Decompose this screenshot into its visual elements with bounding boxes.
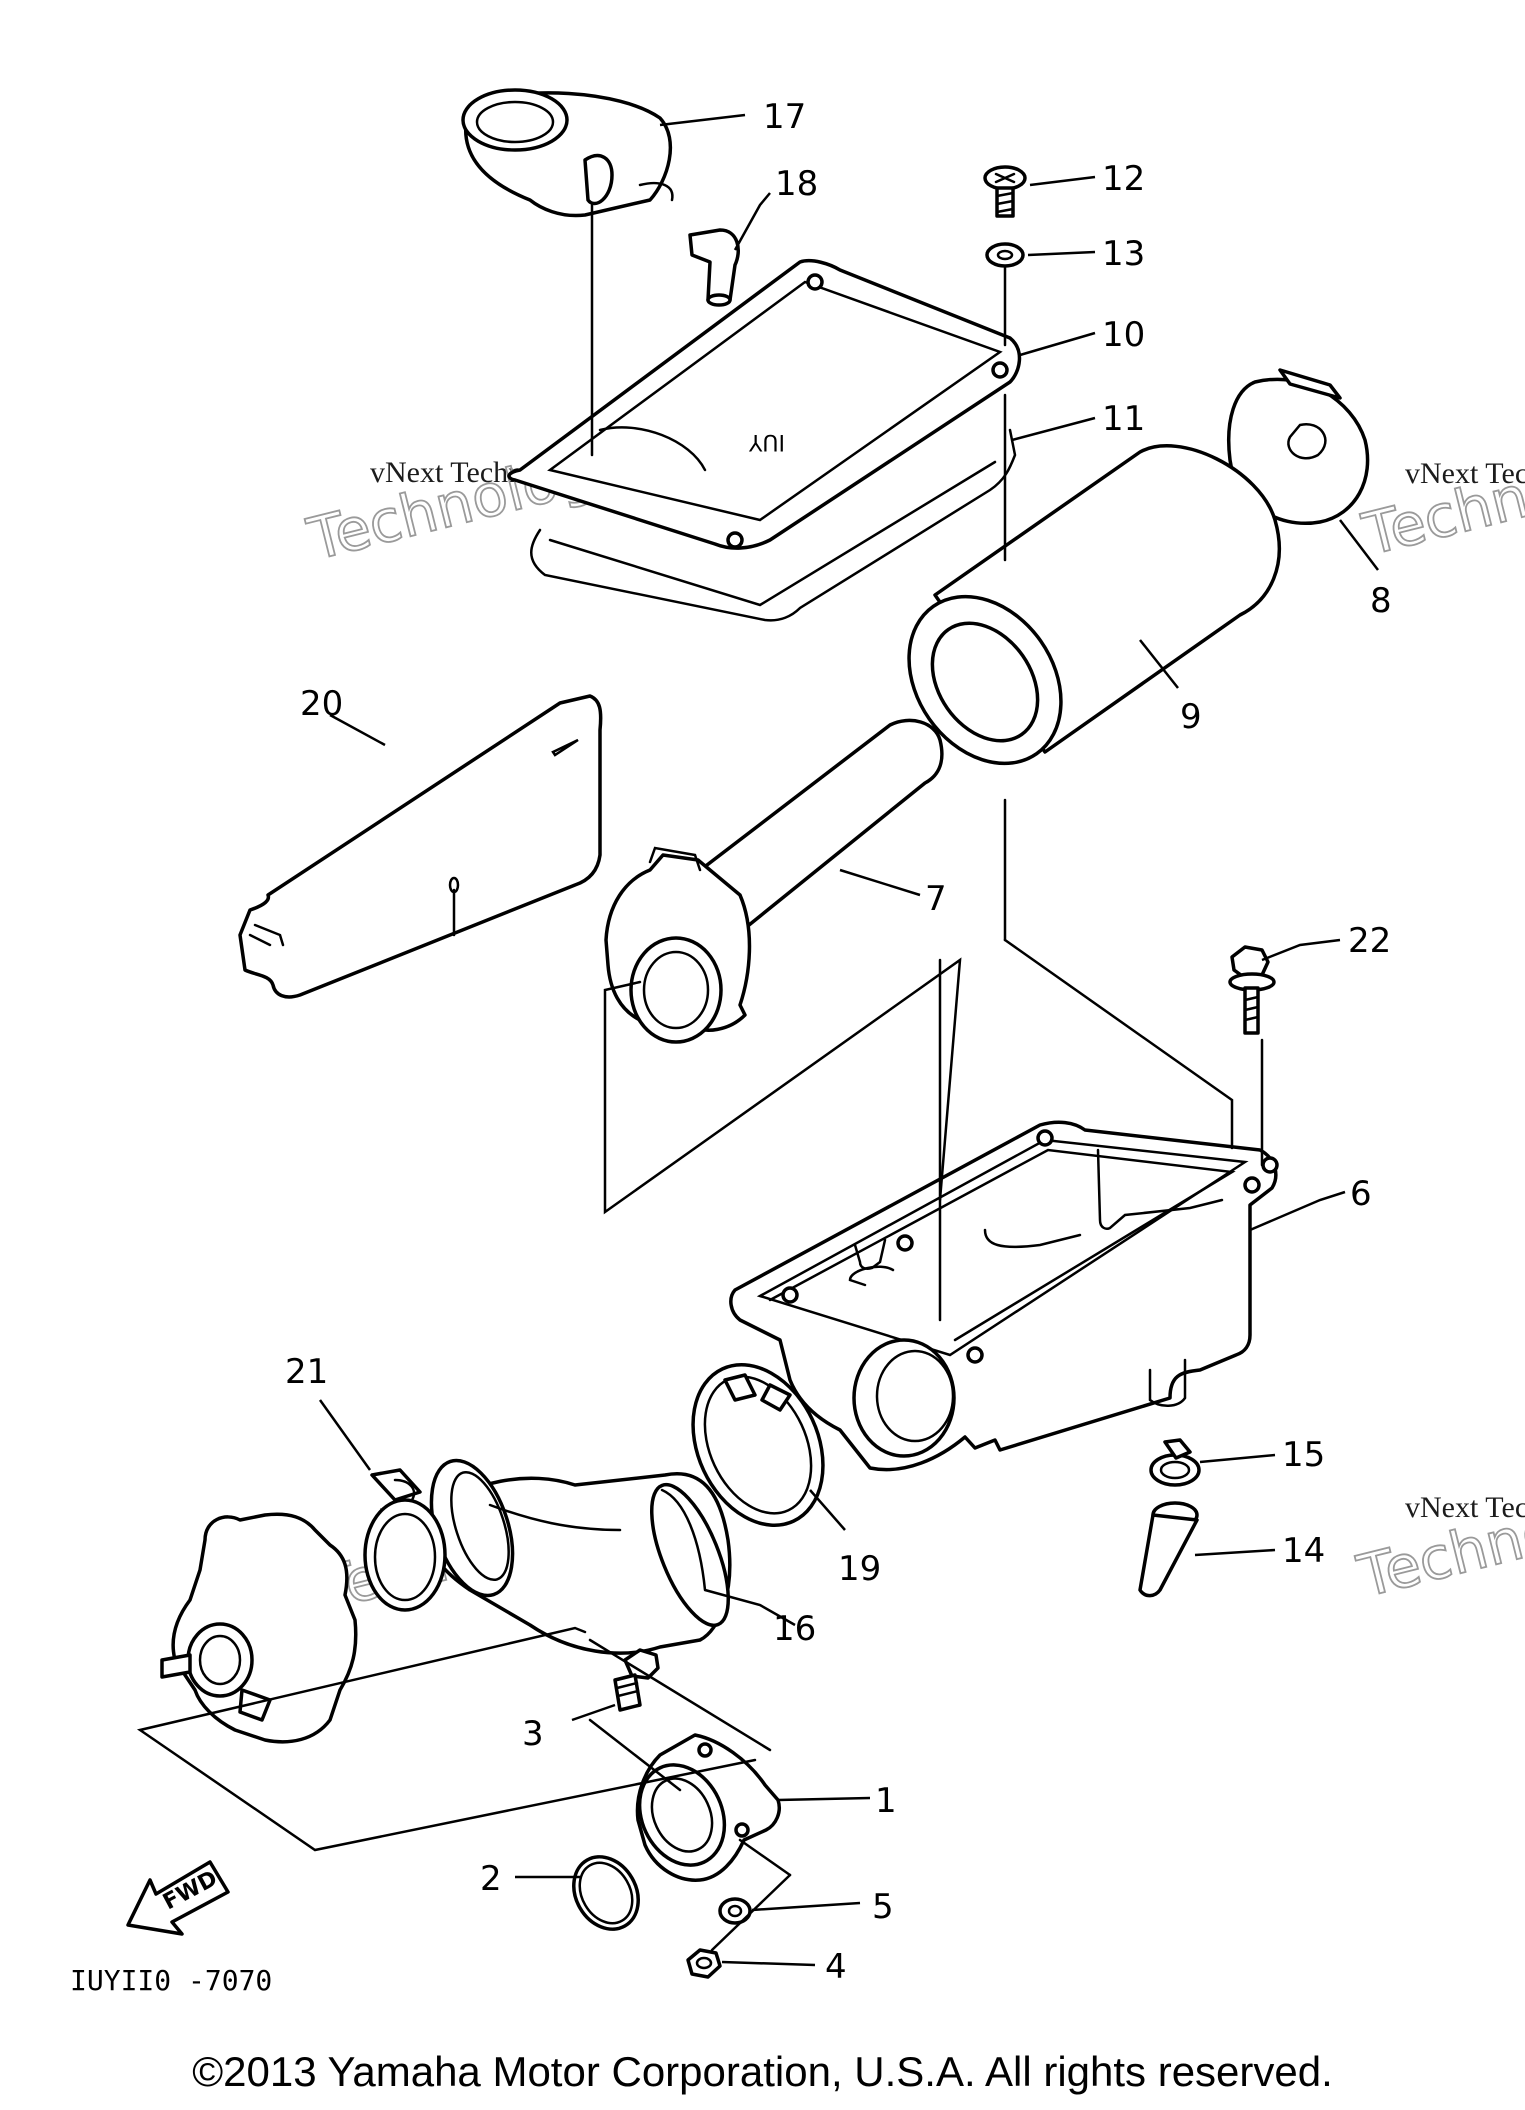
callout-19: 19 [838,1549,881,1589]
part-14-drain-cap [1138,1501,1199,1598]
callout-16: 16 [773,1609,816,1649]
watermark-outline-text: Technologies [1351,1454,1525,1610]
part-16-joint-boot [425,1458,732,1655]
callout-22: 22 [1348,921,1391,961]
part-3-bolt [613,1648,660,1712]
callout-9: 9 [1180,697,1202,737]
part-1-carburetor-joint [635,1733,781,1882]
callout-20: 20 [300,684,343,724]
assembly-lines [136,203,1264,1952]
callout-12: 12 [1102,159,1145,199]
callout-15: 15 [1282,1435,1325,1475]
part-18-elbow-hose [688,228,740,307]
callout-3: 3 [522,1714,544,1754]
watermark-text: vNext Technologies [1405,457,1525,490]
callout-18: 18 [775,164,818,204]
callout-labels: 17 18 12 13 10 11 8 9 20 7 22 6 21 19 15… [285,97,1392,1987]
part-19-band-clamp [691,1363,825,1527]
copyright-notice: ©2013 Yamaha Motor Corporation, U.S.A. A… [192,2048,1333,2095]
part-4-nut [686,1948,722,1979]
callout-13: 13 [1102,234,1145,274]
callout-14: 14 [1282,1531,1325,1571]
callout-10: 10 [1102,315,1145,355]
leader-lines [318,113,1379,1967]
part-11-gasket [530,428,1017,622]
callout-5: 5 [872,1887,894,1927]
part-6-air-filter-case [729,1120,1279,1472]
fwd-direction-arrow: FWD [126,1860,230,1936]
diagram-code: IUYII0 -7070 [70,1964,272,1997]
part-17-intake-cap [461,88,674,218]
case-cover-marking: IUY [748,429,785,454]
part-12-screw [983,165,1027,218]
callout-8: 8 [1370,581,1392,621]
watermark-outline-text: Technologies [1356,412,1525,568]
callout-4: 4 [825,1947,847,1987]
part-22-bolt [1228,945,1276,1035]
watermark-text: vNext Technologies [1405,1491,1525,1524]
carburetor-outline [160,1512,358,1744]
callout-1: 1 [875,1781,897,1821]
callout-2: 2 [480,1859,502,1899]
part-9-filter-element [907,444,1281,766]
part-21-hose-clamp [363,1468,447,1612]
callout-17: 17 [763,97,806,137]
part-2-o-ring [572,1855,640,1931]
callout-7: 7 [925,879,947,919]
callout-21: 21 [285,1352,328,1392]
part-15-small-clamp [1149,1438,1201,1487]
part-7-intake-tube [604,718,944,1044]
part-10-case-cover: IUY [507,258,1022,550]
part-20-filter-sheet [238,694,603,999]
part-13-washer [985,242,1025,268]
part-8-filter-cap [1227,368,1370,525]
part-5-lock-washer [718,1897,752,1925]
callout-11: 11 [1102,399,1145,439]
callout-6: 6 [1350,1174,1372,1214]
